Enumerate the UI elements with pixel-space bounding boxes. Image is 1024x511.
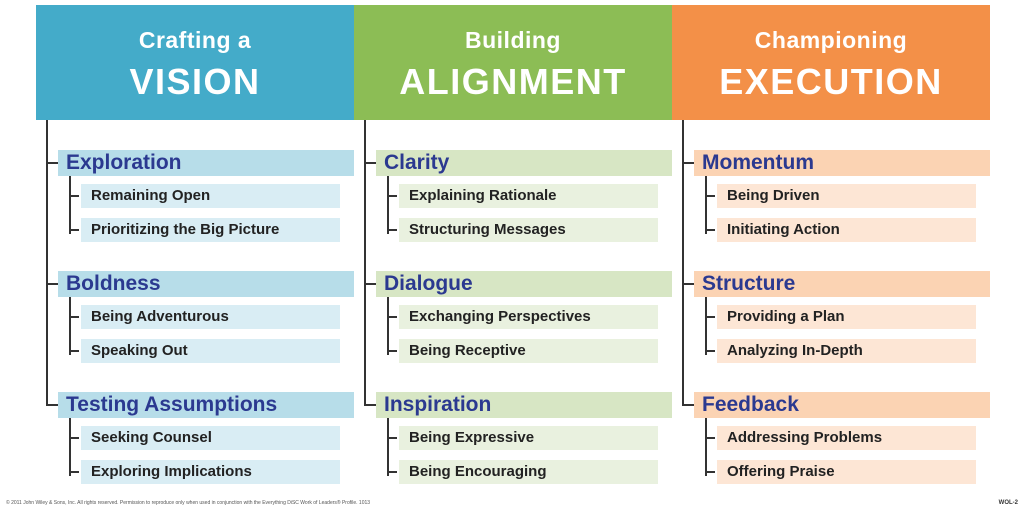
group-boldness: Boldness Being Adventurous Speaking Out — [36, 269, 354, 390]
item-label: Being Adventurous — [81, 305, 340, 329]
connector — [364, 404, 376, 406]
item-label: Addressing Problems — [717, 426, 976, 450]
connector — [46, 162, 58, 164]
item-label: Exchanging Perspectives — [399, 305, 658, 329]
group-inspiration: Inspiration Being Expressive Being Encou… — [354, 390, 672, 511]
tree-spine — [682, 120, 684, 406]
copyright-notice: © 2011 John Wiley & Sons, Inc. All right… — [6, 500, 371, 506]
item-label: Analyzing In-Depth — [717, 339, 976, 363]
connector — [705, 297, 707, 355]
item-label: Exploring Implications — [81, 460, 340, 484]
item-label: Offering Praise — [717, 460, 976, 484]
connector — [705, 176, 707, 234]
column-vision: Crafting a VISION Exploration Remaining … — [36, 5, 354, 493]
connector — [705, 350, 715, 352]
column-header-vision: Crafting a VISION — [36, 5, 354, 120]
item-label: Remaining Open — [81, 184, 340, 208]
connector — [69, 471, 79, 473]
column-alignment: Building ALIGNMENT Clarity Explaining Ra… — [354, 5, 672, 493]
connector — [69, 176, 71, 234]
document-code: WOL-2 — [998, 500, 1018, 506]
connector — [682, 404, 694, 406]
column-header-alignment: Building ALIGNMENT — [354, 5, 672, 120]
column-title-bottom: ALIGNMENT — [399, 61, 627, 102]
connector — [364, 162, 376, 164]
connector — [705, 229, 715, 231]
group-label: Dialogue — [376, 271, 672, 297]
connector — [682, 162, 694, 164]
connector — [387, 437, 397, 439]
connector — [387, 350, 397, 352]
connector — [387, 316, 397, 318]
connector — [69, 316, 79, 318]
connector — [682, 283, 694, 285]
group-clarity: Clarity Explaining Rationale Structuring… — [354, 148, 672, 269]
tree-spine — [46, 120, 48, 406]
connector — [705, 471, 715, 473]
item-label: Seeking Counsel — [81, 426, 340, 450]
item-label: Being Receptive — [399, 339, 658, 363]
connector — [69, 297, 71, 355]
group-label: Feedback — [694, 392, 990, 418]
connector — [705, 418, 707, 476]
group-label: Structure — [694, 271, 990, 297]
connector — [69, 418, 71, 476]
item-label: Being Encouraging — [399, 460, 658, 484]
connector — [69, 350, 79, 352]
connector — [705, 437, 715, 439]
group-label: Testing Assumptions — [58, 392, 354, 418]
column-title-bottom: VISION — [129, 61, 261, 102]
connector — [69, 437, 79, 439]
connector — [387, 297, 389, 355]
item-label: Structuring Messages — [399, 218, 658, 242]
group-structure: Structure Providing a Plan Analyzing In-… — [672, 269, 990, 390]
column-title-top: Championing — [754, 27, 908, 53]
item-label: Initiating Action — [717, 218, 976, 242]
group-label: Inspiration — [376, 392, 672, 418]
connector — [705, 195, 715, 197]
group-dialogue: Dialogue Exchanging Perspectives Being R… — [354, 269, 672, 390]
group-label: Clarity — [376, 150, 672, 176]
connector — [387, 471, 397, 473]
connector — [364, 283, 376, 285]
connector — [387, 195, 397, 197]
item-label: Being Expressive — [399, 426, 658, 450]
column-header-execution: Championing EXECUTION — [672, 5, 990, 120]
connector — [387, 418, 389, 476]
connector — [46, 404, 58, 406]
group-testing-assumptions: Testing Assumptions Seeking Counsel Expl… — [36, 390, 354, 511]
connector — [46, 283, 58, 285]
connector — [387, 229, 397, 231]
group-label: Boldness — [58, 271, 354, 297]
item-label: Prioritizing the Big Picture — [81, 218, 340, 242]
item-label: Explaining Rationale — [399, 184, 658, 208]
column-title-top: Building — [465, 27, 561, 53]
group-exploration: Exploration Remaining Open Prioritizing … — [36, 148, 354, 269]
group-momentum: Momentum Being Driven Initiating Action — [672, 148, 990, 269]
connector — [69, 195, 79, 197]
group-feedback: Feedback Addressing Problems Offering Pr… — [672, 390, 990, 511]
item-label: Speaking Out — [81, 339, 340, 363]
item-label: Being Driven — [717, 184, 976, 208]
connector — [387, 176, 389, 234]
column-title-top: Crafting a — [138, 27, 252, 53]
tree-spine — [364, 120, 366, 406]
group-label: Momentum — [694, 150, 990, 176]
connector — [705, 316, 715, 318]
item-label: Providing a Plan — [717, 305, 976, 329]
group-label: Exploration — [58, 150, 354, 176]
column-title-bottom: EXECUTION — [719, 61, 943, 102]
column-execution: Championing EXECUTION Momentum Being Dri… — [672, 5, 990, 493]
connector — [69, 229, 79, 231]
